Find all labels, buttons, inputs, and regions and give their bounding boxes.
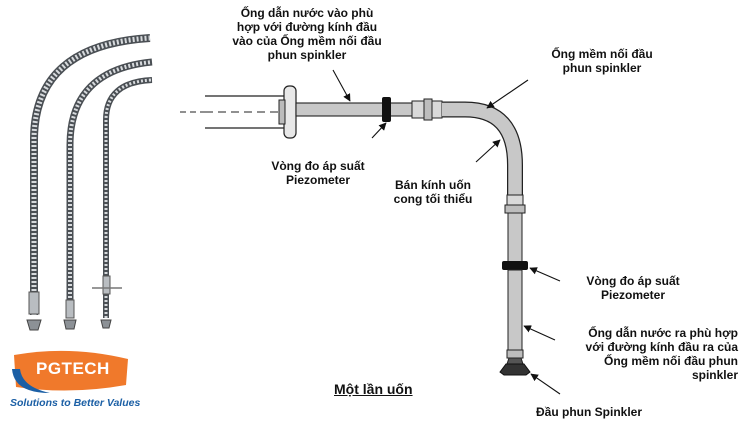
diagram-title: Một lần uốn [334,381,413,397]
hose-small [92,77,153,329]
label-sprinkler-head: Đầu phun Spinkler [536,405,643,419]
piezometer-ring-top [382,97,391,122]
hose-large [26,34,151,331]
sprinkler-head-shape [499,363,531,376]
label-inlet-pipe: Ống dẫn nước vào phù hợp với đường kính … [232,6,382,62]
label-flex-hose: Ống mềm nối đầu phun spinkler [551,47,653,75]
arrow-flex-hose-bend [475,139,501,163]
label-piezometer-bottom: Vòng đo áp suất Piezometer [586,274,680,302]
pgtech-logo: PGTECH Solutions to Better Values [10,349,140,419]
logo-tagline: Solutions to Better Values [10,397,141,409]
logo-badge [12,350,128,393]
piezometer-ring-bottom [502,261,528,270]
arrow-sprinkler-head [530,373,561,395]
hose-medium [63,58,153,330]
leader-arrows [332,69,561,395]
logo-name: PGTECH [36,359,110,378]
arrow-outlet-pipe [523,325,556,341]
label-piezometer-top: Vòng đo áp suất Piezometer [271,159,365,187]
arrow-piezometer-top [371,122,387,139]
flexible-hose-photo [26,34,153,331]
arrow-inlet-pipe [332,69,351,102]
outlet-pipe [499,261,531,376]
reducer-pipe [295,97,443,122]
flexible-hose [442,101,526,264]
label-outlet-pipe: Ống dẫn nước ra phù hợp với đường kính đ… [585,326,738,382]
arrow-piezometer-bottom [529,267,561,282]
label-bend-radius: Bán kính uốn cong tối thiểu [393,178,473,206]
arrow-flex-hose-top [486,79,529,109]
inlet-pipe [180,85,297,139]
